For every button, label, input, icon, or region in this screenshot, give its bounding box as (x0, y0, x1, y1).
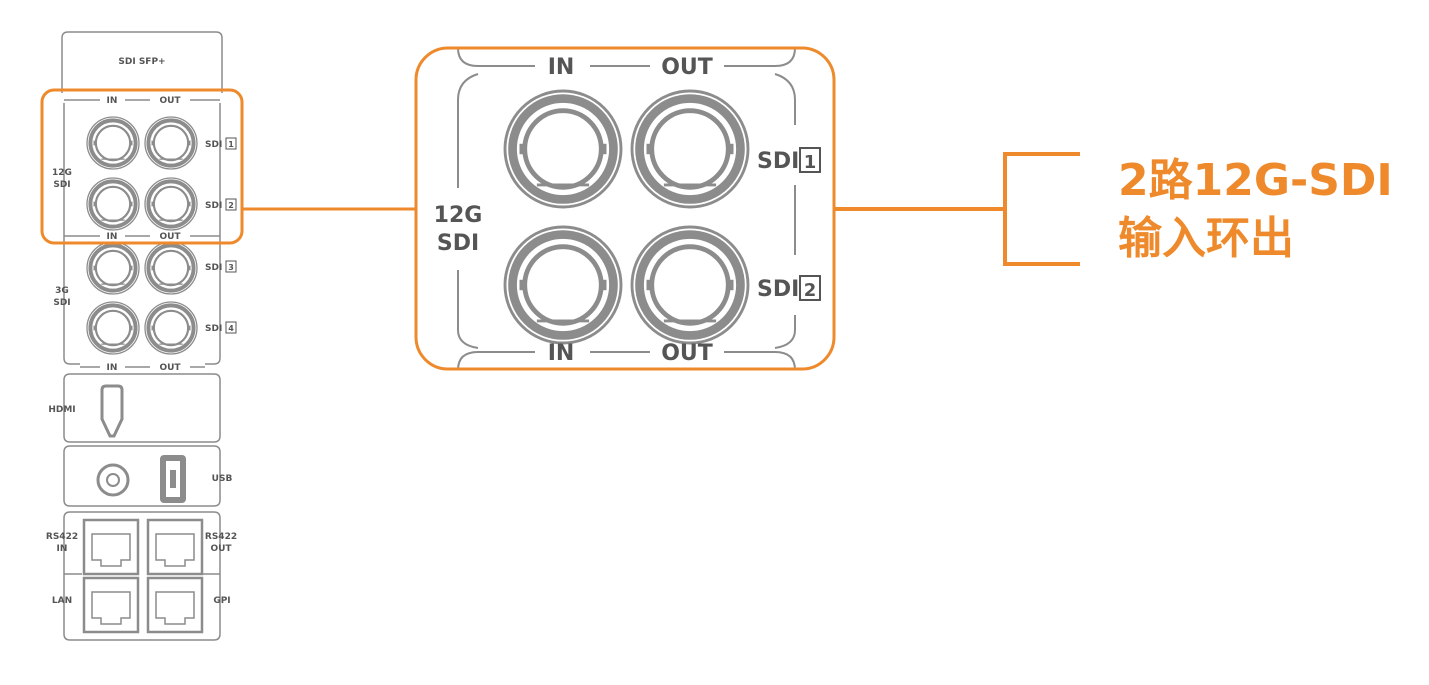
zoom-bnc-ports (503, 89, 750, 345)
rear-panel (61, 31, 223, 641)
panel-out-label-bottom: OUT (159, 363, 181, 373)
panel-sdi-label-1: SDI 1 (205, 137, 237, 150)
panel-bnc-12g-2-out (144, 177, 198, 231)
panel-bnc-3g-4-out (144, 301, 198, 355)
zoom-frame-inner (457, 47, 796, 371)
zoom-bnc-2-out (630, 225, 750, 345)
zoom-group-line2: SDI (437, 231, 479, 256)
lan-label: LAN (52, 596, 72, 606)
panel-in-label-bottom: IN (107, 363, 118, 373)
selection-highlight (40, 88, 244, 245)
panel-bnc-12g-2-in (86, 177, 140, 231)
panel-bnc-3g-3-out (144, 241, 198, 295)
zoom-bnc-1-in (503, 89, 623, 209)
zoom-in-label-bottom: IN (548, 341, 575, 366)
callout-text: 2路12G-SDI 输入环出 (1118, 152, 1393, 268)
lan-port-icon (82, 576, 140, 634)
panel-out-label-top: OUT (159, 96, 181, 106)
panel-sdi-label-3: SDI 3 (205, 260, 237, 273)
callout-bracket (834, 152, 1080, 266)
svg-text:2: 2 (228, 201, 234, 210)
svg-text:1: 1 (228, 140, 234, 149)
panel-in-label-mid: IN (107, 232, 118, 242)
panel-group-12g-line1: 12G (52, 168, 72, 178)
svg-text:SDI: SDI (757, 277, 799, 302)
svg-text:4: 4 (228, 324, 234, 333)
zoom-bnc-2-in (503, 225, 623, 345)
svg-text:2: 2 (804, 280, 817, 301)
callout-line-2: 输入环出 (1118, 213, 1294, 264)
panel-sdi-label-4: SDI 4 (205, 321, 237, 334)
svg-text:1: 1 (804, 152, 817, 173)
panel-sdi-label-2: SDI 2 (205, 198, 237, 211)
sfp-label: SDI SFP+ (118, 57, 165, 67)
panel-group-3g-line1: 3G (55, 286, 69, 296)
svg-text:3: 3 (228, 263, 234, 272)
panel-bnc-12g-1-out (144, 116, 198, 170)
rs422-in-label-line1: RS422 (46, 532, 78, 542)
rs422-out-label-line1: RS422 (205, 532, 237, 542)
gpi-label: GPI (213, 596, 230, 606)
zoom-out-label-bottom: OUT (661, 341, 713, 366)
panel-group-3g-line2: SDI (53, 298, 70, 308)
svg-text:SDI: SDI (205, 201, 222, 211)
zoom-sdi-label-2: SDI 2 (757, 275, 821, 302)
hdmi-port-icon (100, 384, 124, 438)
svg-text:SDI: SDI (205, 263, 222, 273)
panel-bnc-3g-4-in (86, 301, 140, 355)
panel-bnc-ports (86, 116, 198, 355)
svg-text:SDI: SDI (205, 324, 222, 334)
rs422-in-label-line2: IN (57, 544, 68, 554)
zoom-group-line1: 12G (434, 203, 483, 228)
panel-bnc-3g-3-in (86, 241, 140, 295)
svg-text:SDI: SDI (757, 149, 799, 174)
usb-label: USB (212, 474, 233, 484)
panel-in-label-top: IN (107, 96, 118, 106)
hdmi-label: HDMI (48, 405, 75, 415)
zoom-bnc-1-out (630, 89, 750, 209)
callout-line-1: 2路12G-SDI (1118, 155, 1393, 206)
zoom-out-label-top: OUT (661, 55, 713, 80)
zoom-in-label-top: IN (548, 55, 575, 80)
usb-port-icon (160, 455, 186, 503)
zoom-sdi-label-1: SDI 1 (757, 147, 821, 174)
rs422-out-port-icon (146, 518, 204, 576)
rs422-out-label-line2: OUT (210, 544, 232, 554)
panel-rj45-ports (82, 518, 204, 634)
svg-text:SDI: SDI (205, 140, 222, 150)
panel-group-12g-line2: SDI (53, 180, 70, 190)
rs422-in-port-icon (82, 518, 140, 576)
audio-jack-icon (96, 463, 130, 497)
gpi-port-icon (146, 576, 204, 634)
panel-out-label-mid: OUT (159, 232, 181, 242)
panel-bnc-12g-1-in (86, 116, 140, 170)
